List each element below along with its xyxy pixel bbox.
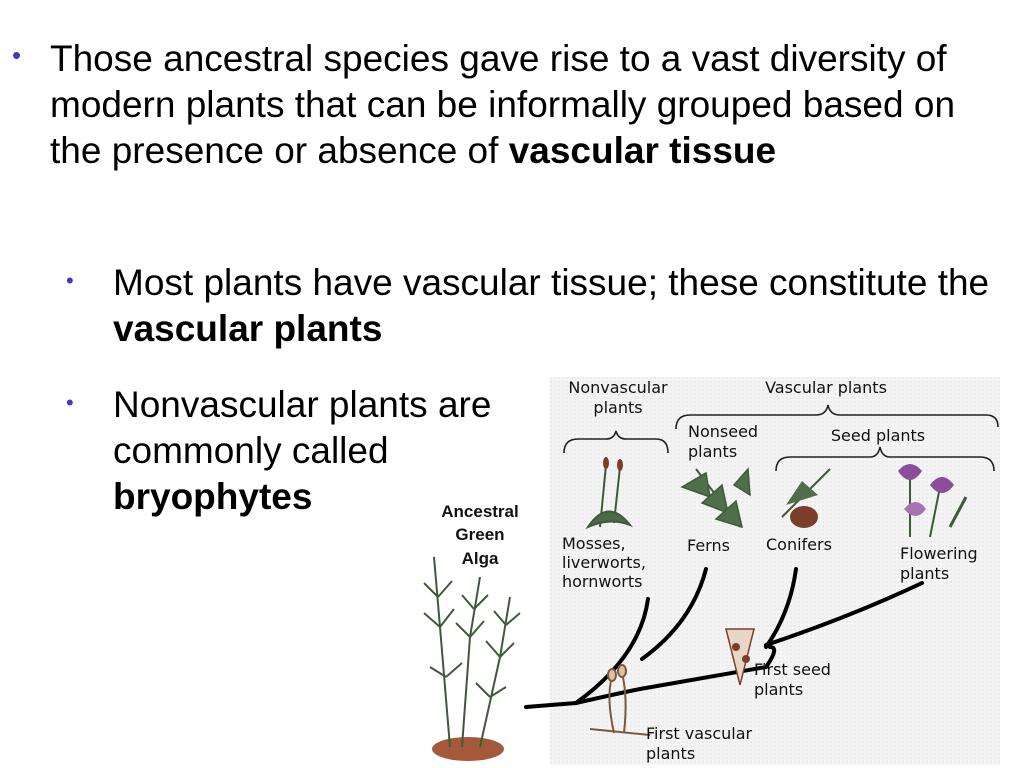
bullet-3-text: Nonvascular plants are commonly called — [113, 384, 492, 471]
nonseed-label-line2: plants — [688, 442, 737, 461]
nonseed-label-line1: Nonseed — [688, 422, 758, 441]
bullet-3-bold: bryophytes — [113, 476, 313, 517]
plant-phylogeny-diagram: Nonvascular plants Vascular plants Nonse… — [423, 377, 1000, 765]
seed-plants-header: Seed plants — [831, 426, 925, 445]
flowering-plant-illustration — [898, 464, 968, 538]
sub-bullet-marker: • — [66, 268, 74, 293]
ferns-label: Ferns — [687, 536, 730, 555]
bullet-2-bold: vascular plants — [113, 308, 383, 349]
nonvascular-header-line2: plants — [593, 398, 642, 417]
first-seed-label-line2: plants — [754, 680, 803, 699]
ancestral-label-line1: Ancestral — [441, 502, 518, 521]
first-vascular-label-line1: First vascular — [646, 724, 753, 743]
nonvascular-header-line1: Nonvascular — [568, 378, 668, 397]
bullet-3: Nonvascular plants are commonly called b… — [113, 382, 533, 520]
seed-plants-brace — [775, 446, 995, 472]
green-alga-illustration — [423, 556, 521, 761]
mosses-label-line1: Mosses, — [562, 534, 626, 553]
conifer-illustration — [781, 468, 831, 528]
bullet-1: Those ancestral species gave rise to a v… — [50, 36, 1000, 174]
flowering-label-line1: Flowering — [900, 544, 978, 563]
phylogeny-branches — [524, 567, 924, 709]
fern-illustration — [680, 467, 751, 529]
bullet-2: Most plants have vascular tissue; these … — [113, 260, 993, 352]
bullet-1-text: Those ancestral species gave rise to a v… — [50, 38, 956, 171]
sub-bullet-marker: • — [66, 390, 74, 415]
conifers-label: Conifers — [766, 535, 832, 554]
nonvascular-brace — [563, 430, 669, 454]
first-vascular-plant-illustration — [589, 664, 651, 736]
bullet-marker: • — [12, 40, 22, 70]
ancestral-label-line2: Green — [455, 525, 504, 544]
mosses-label-line3: hornworts — [562, 572, 642, 591]
bullet-2-text: Most plants have vascular tissue; these … — [113, 262, 990, 303]
first-seed-label-line1: First seed — [754, 660, 831, 679]
moss-illustration — [585, 457, 634, 530]
ancestral-label-line3: Alga — [462, 549, 499, 568]
mosses-label-line2: liverworts, — [562, 553, 646, 572]
first-vascular-label-line2: plants — [646, 744, 695, 763]
vascular-header: Vascular plants — [765, 378, 887, 397]
bullet-1-bold: vascular tissue — [508, 130, 777, 171]
vascular-brace — [675, 404, 999, 430]
flowering-label-line2: plants — [900, 564, 949, 583]
first-seed-plant-illustration — [725, 628, 755, 686]
